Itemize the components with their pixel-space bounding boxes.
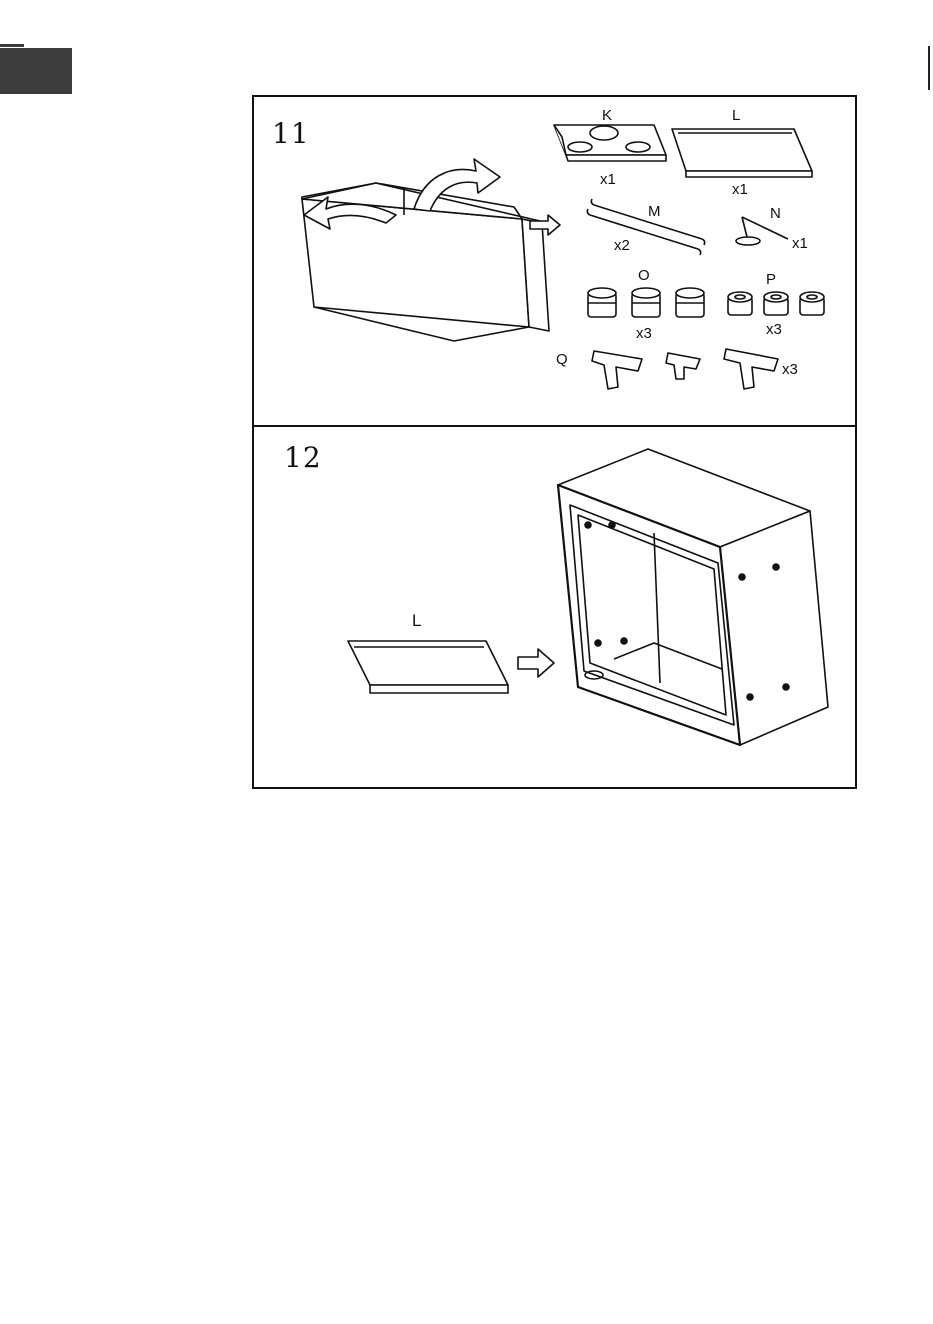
insert-arrow-icon [518,649,554,677]
header-rule [0,44,24,47]
tray-l-illustration [348,641,508,693]
cabinet-housing-illustration [558,449,828,745]
tray-l-letter: L [412,611,421,631]
assembly-figure: 11 [252,95,857,789]
page-edge-mark [928,46,930,90]
language-tab [0,48,72,94]
step-12-illustration [254,97,859,791]
